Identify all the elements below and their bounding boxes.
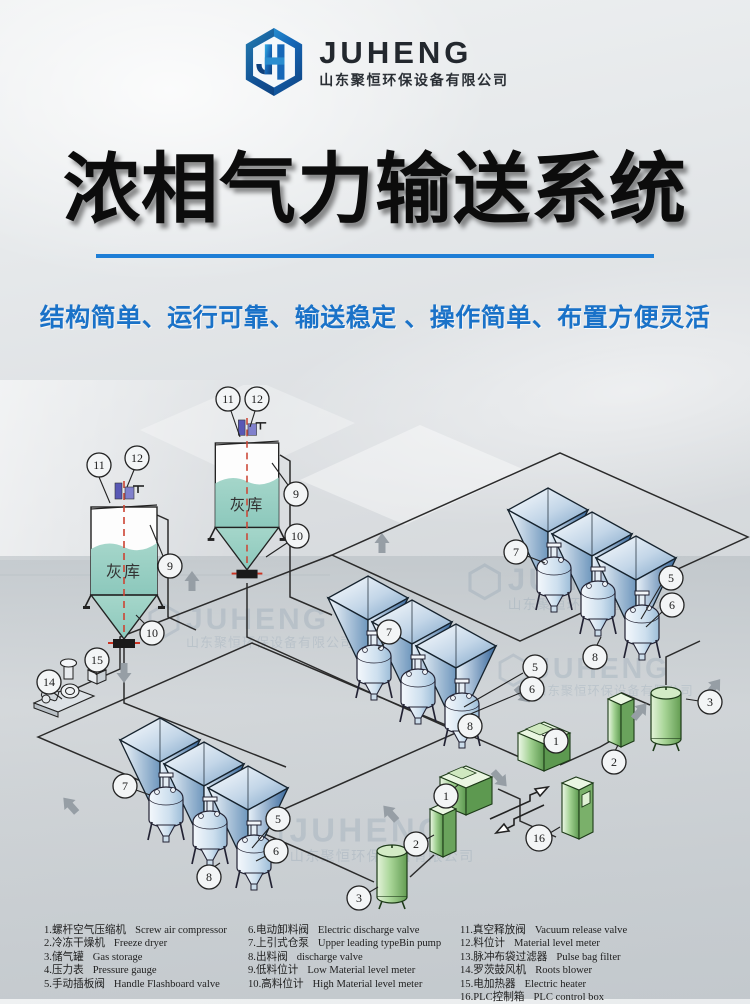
callout: 15: [84, 647, 110, 676]
main-title: 浓相气力输送系统: [63, 147, 687, 233]
svg-text:6: 6: [669, 598, 675, 612]
svg-text:11: 11: [222, 392, 234, 406]
brand-company: 山东聚恒环保设备有限公司: [319, 72, 509, 88]
callout: 3: [685, 689, 723, 715]
freeze-dryer: [607, 692, 635, 748]
callout: 1: [541, 728, 569, 754]
svg-text:8: 8: [206, 870, 212, 884]
callout: 8: [457, 713, 483, 739]
svg-text:9: 9: [293, 487, 299, 501]
juheng-logo-icon: [246, 27, 303, 97]
header: JUHENG 山东聚恒环保设备有限公司: [0, 26, 750, 98]
svg-text:8: 8: [467, 719, 473, 733]
svg-text:16: 16: [533, 831, 545, 845]
svg-text:5: 5: [532, 660, 538, 674]
callout: 6: [255, 838, 289, 864]
svg-text:12: 12: [251, 392, 263, 406]
callout: 7: [503, 539, 546, 565]
subtitle: 结构简单、运行可靠、输送稳定 、操作简单、布置方便灵活: [39, 304, 711, 333]
callout: 1: [433, 783, 459, 809]
svg-text:15: 15: [91, 653, 103, 667]
svg-text:5: 5: [668, 571, 674, 585]
callout: 2: [403, 831, 435, 857]
svg-text:2: 2: [413, 837, 419, 851]
svg-text:6: 6: [529, 682, 535, 696]
callout: 11: [215, 386, 241, 438]
hopper-group-front: [119, 717, 289, 891]
title-block: 浓相气力输送系统 结构简单、运行可靠、输送稳定 、操作简单、布置方便灵活: [0, 142, 750, 334]
callout: 8: [582, 636, 608, 670]
callout: 3: [346, 885, 379, 911]
svg-text:1: 1: [553, 734, 559, 748]
svg-text:3: 3: [356, 891, 362, 905]
callouts: 11 12 9 10 11 12 9 10 14 15 7 5 6 8 7 5 …: [36, 386, 723, 911]
svg-text:12: 12: [131, 451, 143, 465]
callout: 7: [376, 619, 402, 650]
callout: 6: [645, 592, 685, 628]
svg-text:10: 10: [291, 529, 303, 543]
gas-storage-tank: [376, 844, 408, 910]
system-diagram: 灰库: [0, 385, 750, 911]
callout: 7: [112, 773, 151, 799]
plc-control-box: [561, 776, 594, 840]
svg-text:10: 10: [146, 626, 158, 640]
svg-text:9: 9: [167, 559, 173, 573]
callout: 10: [265, 523, 310, 558]
callout: 10: [135, 614, 165, 646]
svg-text:11: 11: [93, 458, 105, 472]
callout: 9: [149, 524, 183, 579]
crossed-air-arrows: [489, 785, 551, 835]
svg-text:5: 5: [275, 812, 281, 826]
callout: 5: [251, 806, 291, 849]
callout: 2: [601, 744, 627, 775]
callout: 14: [36, 669, 63, 700]
brand-name: JUHENG: [319, 35, 473, 70]
callout: 5: [640, 565, 684, 620]
svg-text:6: 6: [273, 844, 279, 858]
svg-text:7: 7: [513, 545, 519, 559]
svg-text:8: 8: [592, 650, 598, 664]
gas-storage-tank: [650, 686, 682, 752]
svg-text:14: 14: [43, 675, 55, 689]
callout: 12: [244, 386, 270, 428]
callout: 9: [271, 462, 309, 507]
title-underline: [96, 254, 654, 259]
callout: 6: [467, 676, 545, 716]
callout: 16: [525, 824, 561, 852]
svg-text:7: 7: [122, 779, 128, 793]
callout: 12: [124, 445, 150, 488]
callout: 11: [86, 452, 112, 504]
freeze-dryer: [429, 802, 457, 858]
svg-text:1: 1: [443, 789, 449, 803]
svg-text:3: 3: [707, 695, 713, 709]
callout: 8: [196, 862, 222, 890]
svg-text:7: 7: [386, 625, 392, 639]
svg-text:2: 2: [611, 755, 617, 769]
